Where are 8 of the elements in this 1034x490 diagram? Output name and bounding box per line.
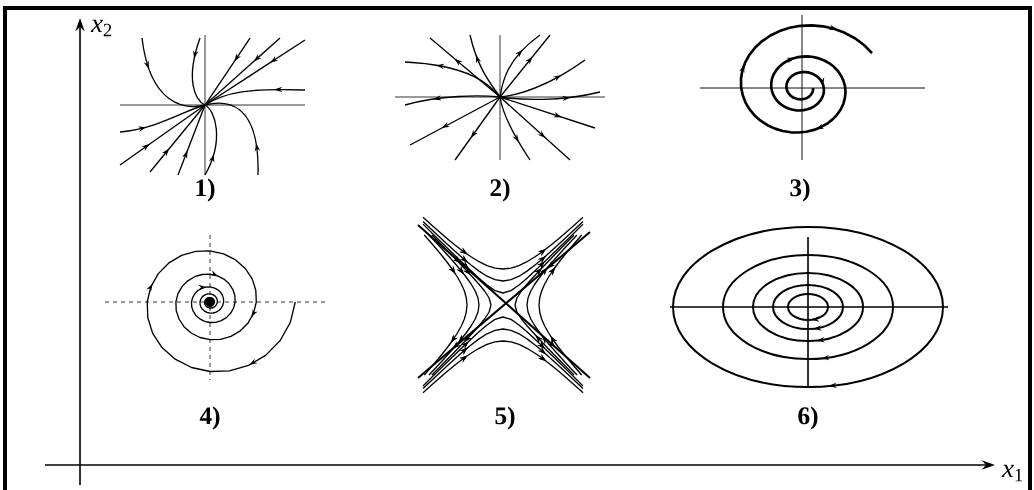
panel-number: 2)	[490, 178, 510, 202]
panel-number: 1)	[196, 178, 215, 202]
panel-number: 4)	[199, 406, 220, 430]
panel-number: 5)	[495, 406, 515, 430]
panel-number: 3)	[790, 178, 810, 202]
panel-number: 6)	[798, 406, 818, 430]
axis-label: x$_{2}$	[90, 19, 112, 37]
axis-label: x$_{1}$	[1001, 464, 1023, 482]
